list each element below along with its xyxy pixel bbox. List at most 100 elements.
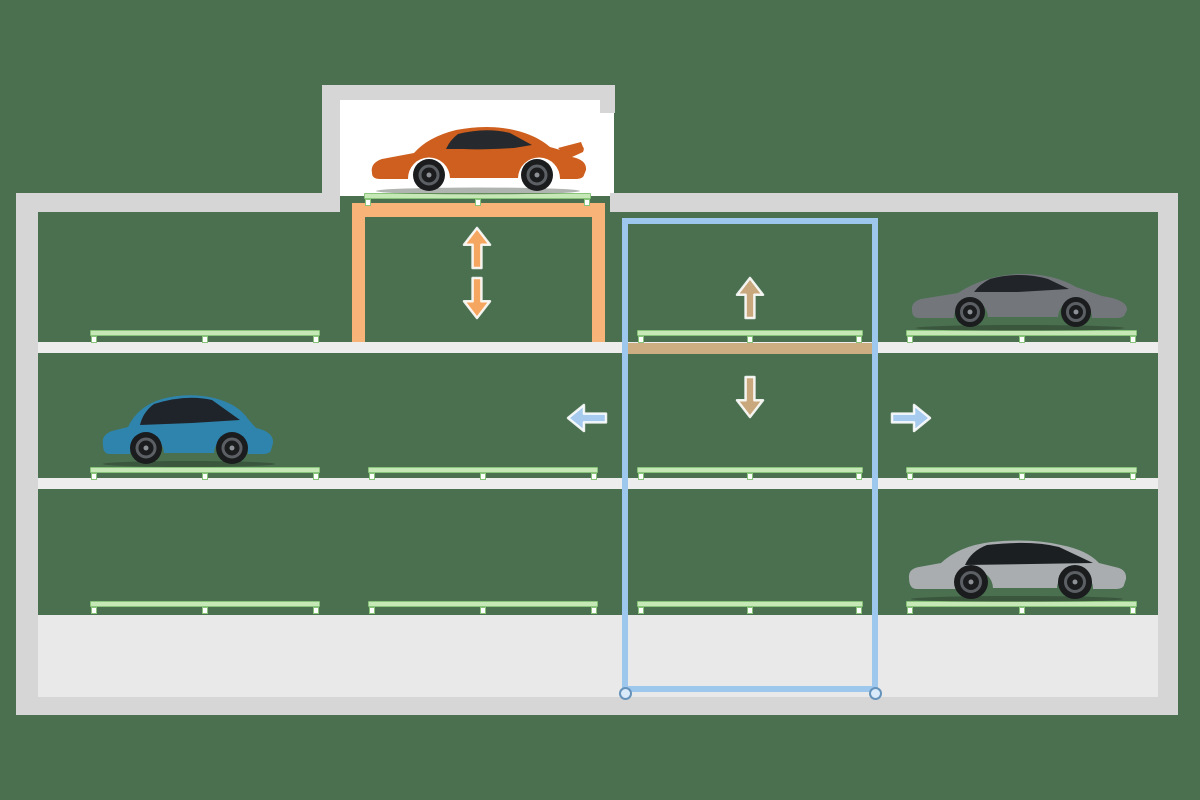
- pallet-bar: [906, 601, 1137, 607]
- rear-wheel: [521, 159, 553, 191]
- car-spoiler: [558, 142, 583, 153]
- shaft-node-left: [619, 687, 632, 700]
- pallet-leg: [747, 607, 753, 614]
- pallet-leg: [365, 199, 371, 206]
- pallet-leg: [584, 199, 590, 206]
- orange-coupe-illustration: [371, 127, 587, 195]
- shuttle-platform: [624, 343, 876, 354]
- pallet-bar: [368, 601, 598, 607]
- pallet-L1-C: [637, 330, 863, 343]
- front-wheel: [130, 432, 162, 464]
- car-body: [371, 127, 587, 179]
- car-body: [102, 395, 274, 454]
- pallet-leg: [369, 607, 375, 614]
- pallet-bar: [906, 330, 1137, 336]
- pallet-leg: [907, 336, 913, 343]
- pallet-leg: [856, 336, 862, 343]
- pallet-bar: [637, 330, 863, 336]
- car-orange-coupe: [366, 113, 590, 195]
- pallet-leg: [638, 336, 644, 343]
- pallet-bar: [90, 601, 320, 607]
- pallet-leg: [1018, 607, 1025, 614]
- entry-lift-down-arrow: [462, 276, 492, 320]
- pallet-leg: [1130, 473, 1136, 480]
- shaft-node-right: [869, 687, 882, 700]
- pallet-L3-B: [368, 601, 598, 614]
- pallet-L3-D: [906, 601, 1137, 614]
- pallet-leg: [856, 473, 862, 480]
- pallet-bar: [368, 467, 598, 473]
- pallet-leg: [202, 473, 208, 480]
- front-wheel: [954, 565, 988, 599]
- pallet-L2-A: [90, 467, 320, 480]
- car-windows: [140, 397, 240, 425]
- car-gray-sedan: [906, 258, 1134, 331]
- pallet-L2-C: [637, 467, 863, 480]
- wall-right: [1158, 193, 1178, 715]
- pallet-leg: [747, 336, 753, 343]
- wall-bottom: [16, 697, 1178, 715]
- shift-right-arrow: [890, 403, 932, 433]
- pallet-L2-D: [906, 467, 1137, 480]
- blue-hatchback-illustration: [102, 395, 275, 467]
- entry-lift-column-left: [352, 203, 365, 342]
- pallet-bar: [90, 467, 320, 473]
- car-windows: [446, 130, 532, 150]
- car-silver-suv: [903, 520, 1131, 602]
- pallet-leg: [91, 607, 97, 614]
- floor-level-2: [38, 478, 1158, 489]
- pallet-leg: [907, 607, 913, 614]
- shuttle-shaft: [622, 218, 878, 692]
- pallet-leg: [313, 607, 319, 614]
- entrance-roof: [322, 85, 615, 100]
- pallet-leg: [369, 473, 375, 480]
- pallet-bar: [906, 467, 1137, 473]
- car-windows: [965, 542, 1093, 565]
- rear-wheel: [1058, 565, 1092, 599]
- pallet-leg: [480, 473, 486, 480]
- pallet-leg: [1018, 336, 1025, 343]
- car-body: [911, 273, 1128, 318]
- front-wheel: [955, 297, 985, 327]
- pallet-L1-A: [90, 330, 320, 343]
- pallet-leg: [313, 473, 319, 480]
- entrance-roof-stub: [600, 85, 615, 113]
- car-blue-hatchback: [96, 379, 282, 468]
- gray-sedan-illustration: [911, 273, 1128, 331]
- pallet-leg: [91, 336, 97, 343]
- pallet-L2-B: [368, 467, 598, 480]
- pallet-bar: [364, 193, 591, 199]
- pallet-leg: [747, 473, 753, 480]
- pallet-leg: [313, 336, 319, 343]
- car-body: [908, 540, 1127, 589]
- pallet-leg: [856, 607, 862, 614]
- shuttle-lift-down-arrow: [735, 375, 765, 419]
- entrance-wall-left: [322, 85, 340, 212]
- pallet-leg: [480, 607, 486, 614]
- entry-lift-column-right: [592, 203, 605, 342]
- wall-top-left: [16, 193, 340, 212]
- pallet-L3-C: [637, 601, 863, 614]
- shuttle-lift-up-arrow: [735, 276, 765, 320]
- front-wheel: [413, 159, 445, 191]
- pallet-leg: [474, 199, 481, 206]
- car-windows: [974, 275, 1069, 292]
- pallet-leg: [907, 473, 913, 480]
- silver-suv-illustration: [908, 540, 1127, 602]
- pallet-bar: [637, 467, 863, 473]
- pallet-leg: [1130, 607, 1136, 614]
- pallet-leg: [91, 473, 97, 480]
- pallet-street-B: [364, 193, 591, 206]
- pallet-leg: [638, 473, 644, 480]
- pallet-bar: [637, 601, 863, 607]
- rear-wheel: [1061, 297, 1091, 327]
- entry-lift-up-arrow: [462, 226, 492, 270]
- pallet-leg: [591, 607, 597, 614]
- floor-level-1: [38, 342, 1158, 353]
- pallet-leg: [1018, 473, 1025, 480]
- pallet-L1-D: [906, 330, 1137, 343]
- pallet-leg: [591, 473, 597, 480]
